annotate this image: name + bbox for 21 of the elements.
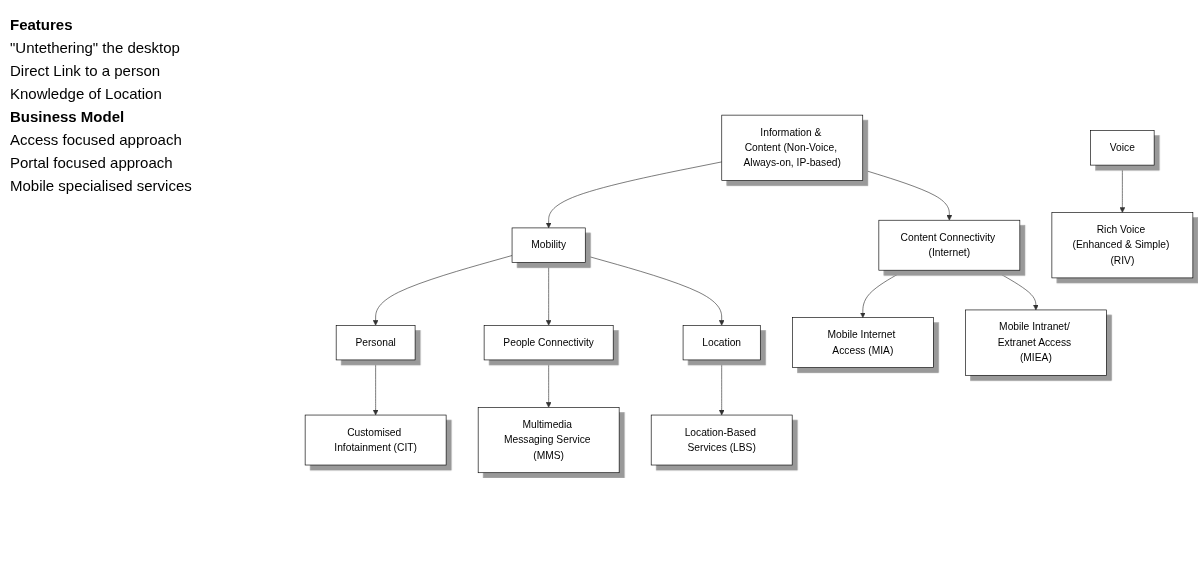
node-box: Location-Based Services (LBS) (650, 414, 793, 466)
row-heading: Business Model (10, 108, 126, 125)
row-heading: Features (10, 16, 74, 33)
node-box: Mobility (511, 227, 586, 263)
node-box: People Connectivity (483, 325, 614, 361)
business-model-note: Access focused approach (10, 131, 183, 148)
feature-note: Knowledge of Location (10, 85, 163, 102)
node-box: Mobile Internet Access (MIA) (792, 317, 934, 368)
node-box: Information & Content (Non-Voice, Always-on, IP-based) (721, 114, 864, 181)
business-model-note: Mobile specialised services (10, 177, 193, 194)
node-box: Personal (335, 325, 416, 361)
node-box: Content Connectivity (Internet) (878, 220, 1021, 271)
node-box: Mobile Intranet/ Extranet Access (MIEA) (965, 309, 1107, 376)
business-model-note: Portal focused approach (10, 154, 174, 171)
node-box: Customised Infotainment (CIT) (304, 414, 447, 466)
node-box: Location (682, 325, 761, 361)
feature-note: Direct Link to a person (10, 62, 162, 79)
node-box: Voice (1090, 130, 1155, 166)
node-box: Multimedia Messaging Service (MMS) (477, 407, 620, 474)
feature-note: "Untethering" the desktop (10, 39, 181, 56)
node-box: Rich Voice (Enhanced & Simple) (RIV) (1051, 212, 1194, 279)
